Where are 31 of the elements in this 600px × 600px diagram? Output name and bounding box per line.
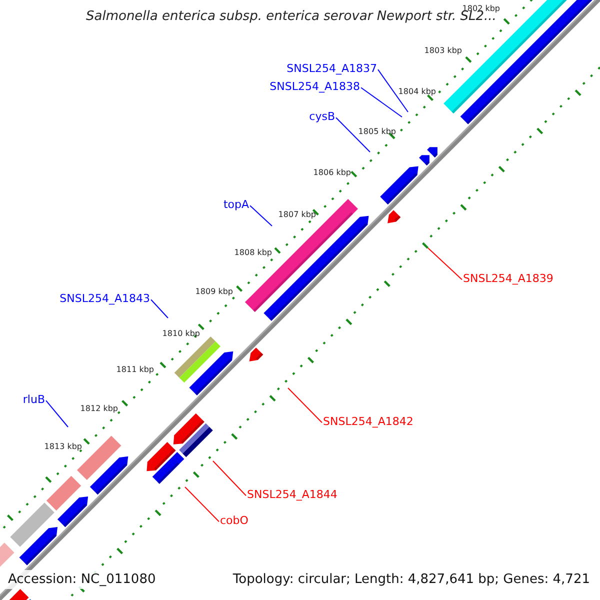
gene-label: cysB	[309, 111, 335, 122]
scale-label: 1810 kbp	[162, 330, 200, 338]
scale-label: 1803 kbp	[424, 47, 462, 55]
gene-label: SNSL254_A1838	[270, 81, 360, 92]
leader-line	[288, 388, 322, 424]
scale-label: 1807 kbp	[278, 211, 316, 219]
leader-line	[250, 205, 272, 226]
gene-label: SNSL254_A1842	[323, 416, 414, 427]
gene-label: SNSL254_A1843	[60, 293, 150, 304]
scale-label: 1813 kbp	[44, 443, 82, 451]
leader-line	[212, 460, 246, 496]
leader-line	[184, 486, 220, 522]
leader-line	[428, 248, 462, 280]
scale-label: 1809 kbp	[195, 288, 233, 296]
gene-label: rluB	[22, 394, 45, 405]
leader-line	[378, 69, 408, 112]
leader-line	[360, 87, 402, 118]
leader-line	[336, 117, 370, 152]
scale-label: 1812 kbp	[80, 405, 118, 413]
scale-label: 1808 kbp	[234, 249, 272, 257]
gene-label: topA	[223, 199, 249, 210]
gene-label: SNSL254_A1837	[286, 63, 377, 74]
leader-line	[150, 299, 168, 318]
gene-label: SNSL254_A1839	[463, 273, 554, 284]
gene-label: cobO	[220, 515, 248, 526]
gene-label: SNSL254_A1844	[247, 489, 338, 500]
leader-line	[46, 400, 68, 428]
scale-label: 1804 kbp	[398, 88, 436, 96]
scale-label: 1805 kbp	[358, 128, 396, 136]
scale-label: 1811 kbp	[116, 366, 154, 374]
scale-label: 1806 kbp	[313, 169, 351, 177]
